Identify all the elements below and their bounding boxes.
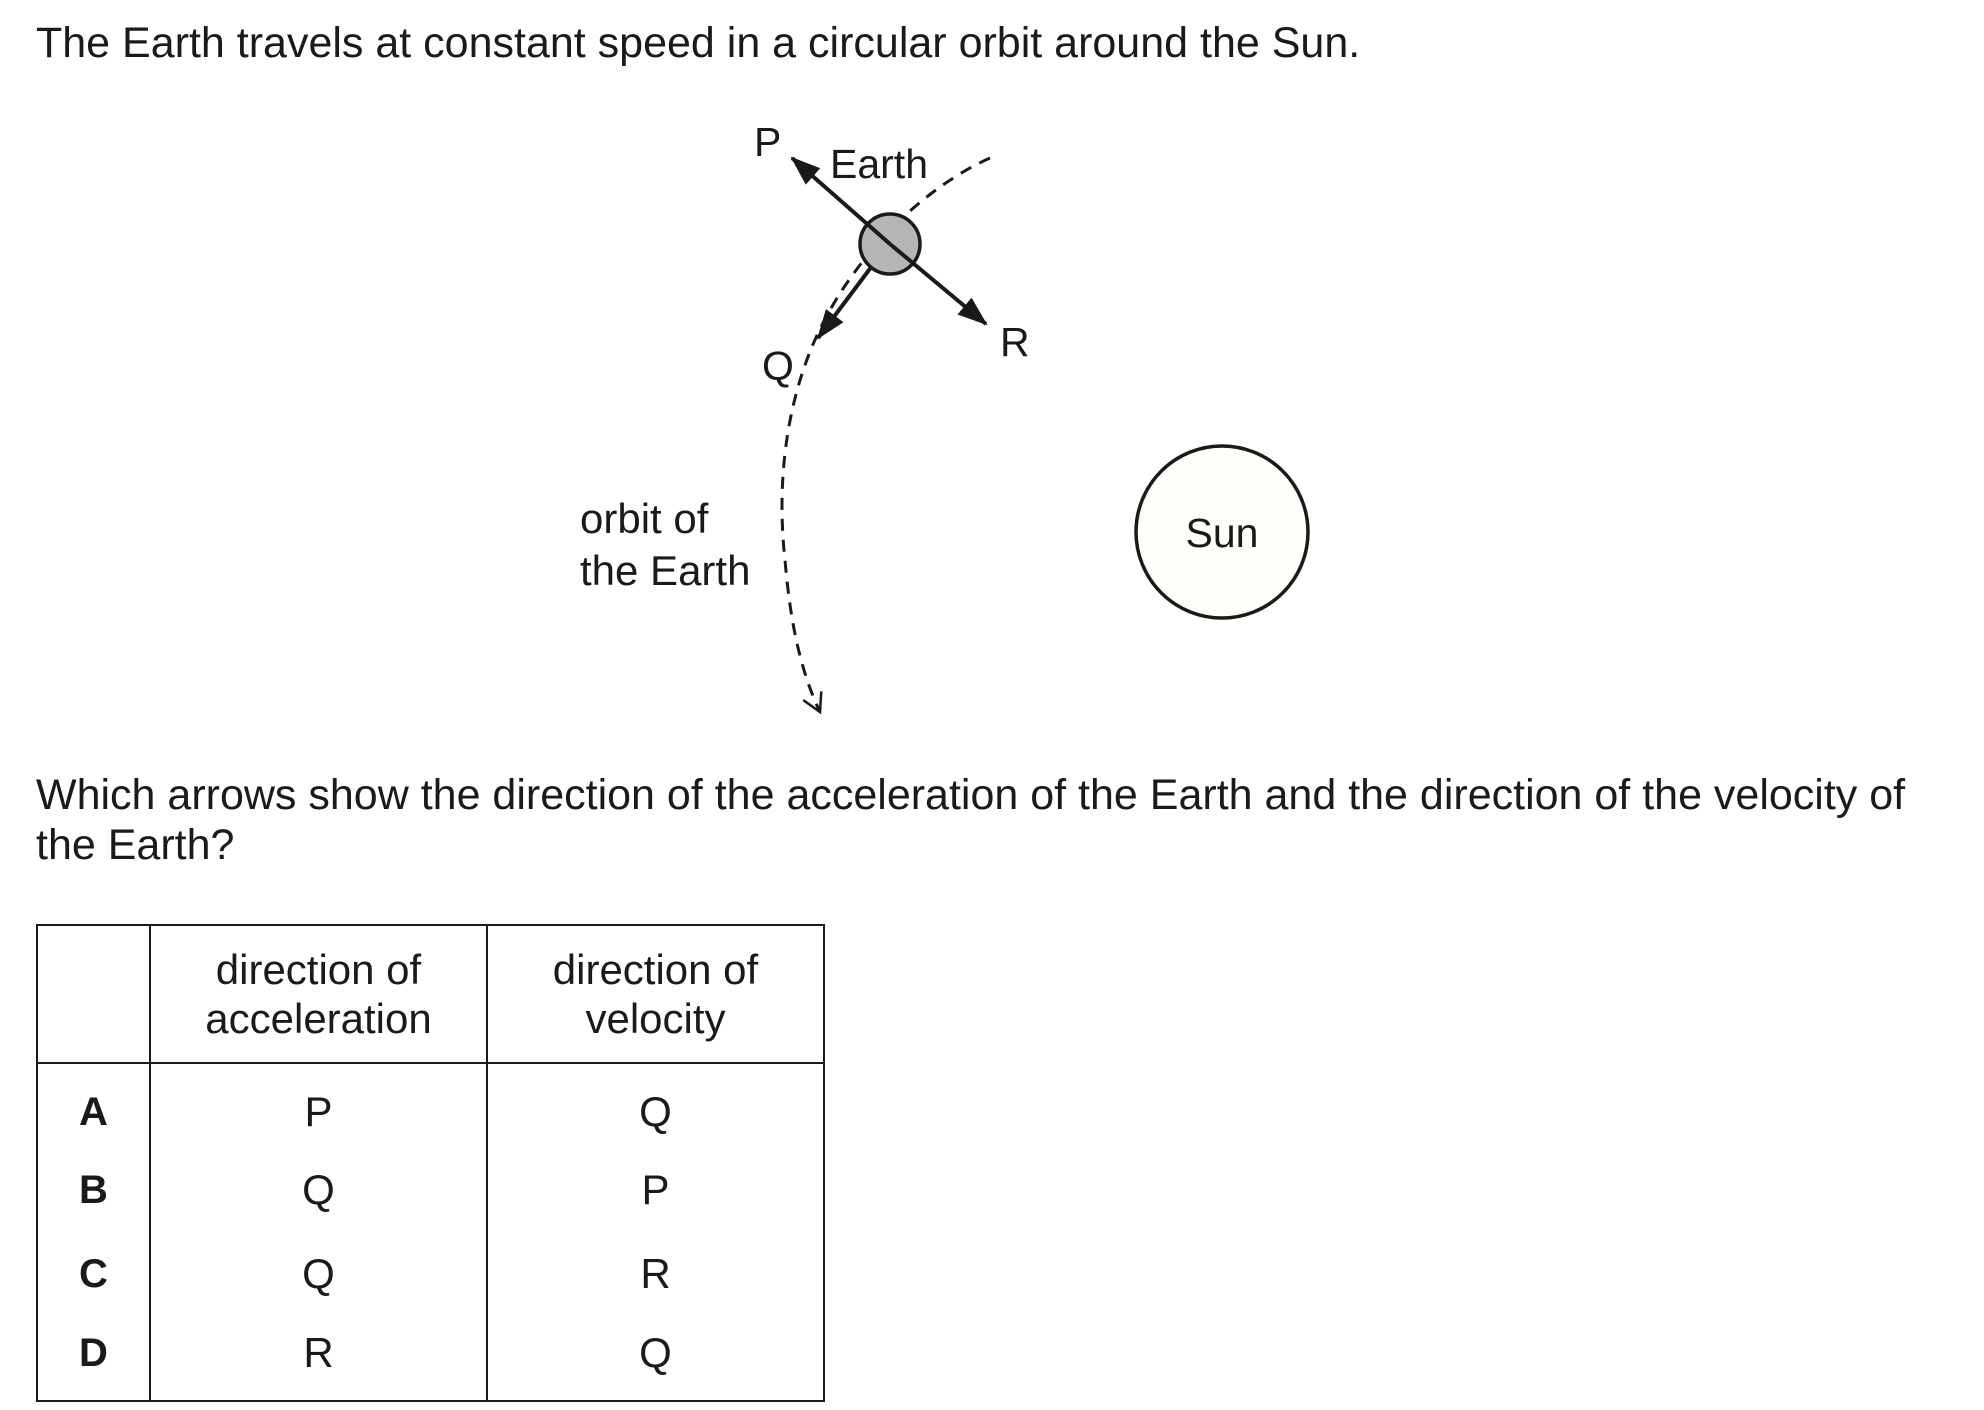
option-letter: D <box>36 1316 151 1402</box>
header-velocity: direction of velocity <box>486 924 825 1064</box>
table-row: A P Q <box>36 1063 825 1148</box>
orbit-diagram: P Earth R Q orbit of the Earth Sun <box>580 119 1310 715</box>
label-sun: Sun <box>1186 510 1259 556</box>
label-p: P <box>754 119 781 165</box>
velocity-cell: Q <box>486 1316 825 1402</box>
table-row: B Q P <box>36 1148 825 1232</box>
orbit-path <box>780 156 991 715</box>
label-earth: Earth <box>830 141 928 187</box>
option-letter: A <box>36 1063 151 1148</box>
header-acceleration: direction of acceleration <box>149 924 488 1064</box>
label-orbit-line2: the Earth <box>580 547 750 594</box>
table-row: D R Q <box>36 1316 825 1402</box>
table-header-row: direction of acceleration direction of v… <box>36 924 825 1064</box>
question-prompt: Which arrows show the direction of the a… <box>36 771 1906 870</box>
velocity-cell: R <box>486 1232 825 1316</box>
label-q: Q <box>762 343 794 389</box>
table-row: C Q R <box>36 1232 825 1316</box>
answer-table: direction of acceleration direction of v… <box>36 924 825 1402</box>
option-letter: C <box>36 1232 151 1316</box>
acceleration-cell: P <box>149 1063 488 1148</box>
label-orbit-line1: orbit of <box>580 495 709 542</box>
arrow-q <box>816 264 874 340</box>
question-intro: The Earth travels at constant speed in a… <box>36 19 1361 67</box>
sun-body <box>1134 444 1310 620</box>
label-r: R <box>1000 319 1030 365</box>
velocity-cell: Q <box>486 1063 825 1148</box>
table-corner-cell <box>36 924 151 1064</box>
arrow-r <box>888 242 988 326</box>
arrow-p <box>790 156 892 246</box>
acceleration-cell: Q <box>149 1232 488 1316</box>
acceleration-cell: Q <box>149 1148 488 1232</box>
acceleration-cell: R <box>149 1316 488 1402</box>
option-letter: B <box>36 1148 151 1232</box>
velocity-cell: P <box>486 1148 825 1232</box>
